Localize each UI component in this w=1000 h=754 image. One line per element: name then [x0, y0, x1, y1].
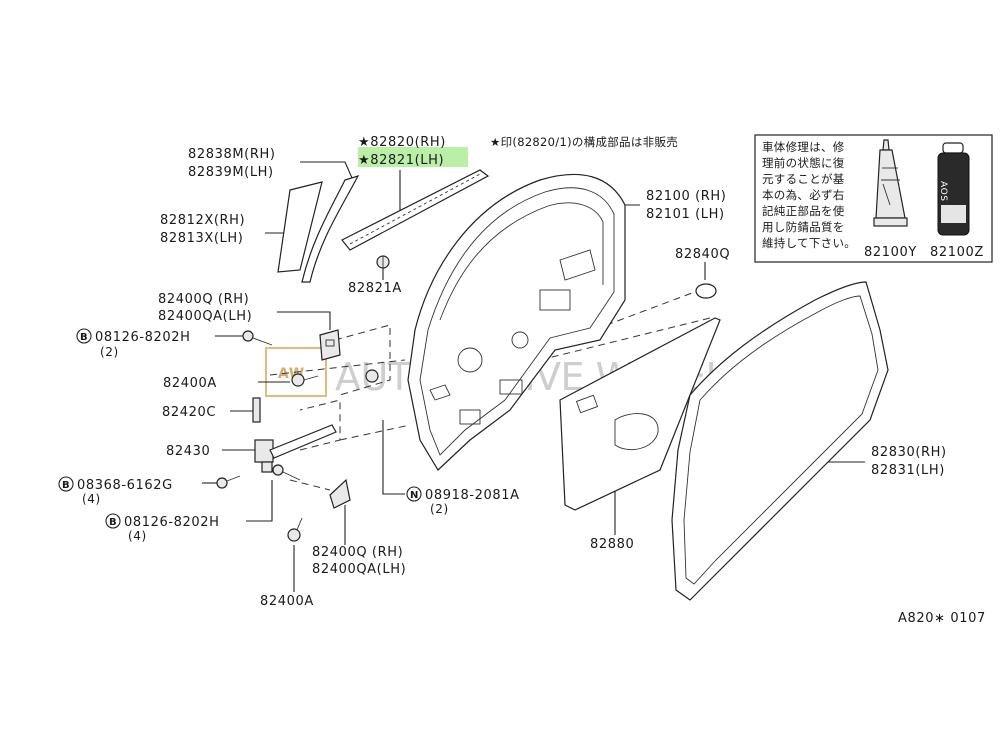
repair-note-panel: 車体修理は、修 理前の状態に復 元することが基 本の為、必ず右 記純正部品を使 … [754, 134, 993, 263]
part-82430-check-link[interactable] [254, 424, 337, 473]
bolt-b-icon [76, 328, 92, 344]
label-82100[interactable]: 82100 (RH) [646, 189, 726, 204]
label-82400q-bot[interactable]: 82400Q (RH) [312, 545, 403, 560]
part-82400a-bolt-mid[interactable] [291, 373, 319, 387]
part-82400a-bolt-bot[interactable] [287, 517, 303, 542]
part-82100-door[interactable] [407, 173, 626, 471]
part-08126-bolt-top[interactable] [242, 330, 273, 346]
circle-b-letter: B [80, 332, 88, 343]
label-82820[interactable]: ★82820(RH) [358, 135, 446, 150]
qty-08126-bot: (4) [128, 529, 147, 543]
spray-can-icon[interactable]: AOS [937, 142, 970, 236]
circle-n-letter: N [410, 490, 419, 501]
label-82821[interactable]: ★82821(LH) [358, 153, 444, 168]
part-82840q-plug[interactable] [695, 283, 717, 299]
circle-b-letter: B [62, 480, 70, 491]
label-08918[interactable]: 08918-2081A [425, 488, 520, 503]
part-82420c-pin[interactable] [252, 397, 261, 423]
part-82821a-clip[interactable] [376, 255, 390, 269]
label-82831[interactable]: 82831(LH) [871, 463, 945, 478]
label-82430[interactable]: 82430 [166, 444, 210, 459]
label-82830[interactable]: 82830(RH) [871, 445, 947, 460]
part-82838m[interactable] [301, 175, 360, 283]
repair-note-line: 維持して下さい。 [762, 236, 856, 250]
label-82101[interactable]: 82101 (LH) [646, 207, 725, 222]
part-82880-screen[interactable] [559, 317, 721, 511]
qty-08126-top: (2) [100, 345, 119, 359]
label-82812x[interactable]: 82812X(RH) [160, 213, 245, 228]
can-label: AOS [938, 181, 948, 202]
label-08126-top[interactable]: 08126-8202H [95, 330, 191, 345]
repair-note-line: 元することが基 [762, 172, 845, 186]
label-82100y[interactable]: 82100Y [864, 245, 917, 260]
label-82880[interactable]: 82880 [590, 537, 634, 552]
label-82838m[interactable]: 82838M(RH) [188, 147, 276, 162]
label-82400qa-top[interactable]: 82400QA(LH) [158, 309, 252, 324]
part-82400q-hinge-top[interactable] [319, 329, 341, 361]
bolt-b-icon [105, 513, 121, 529]
part-08126-bolt-bot[interactable] [272, 464, 301, 481]
repair-note-line: 本の為、必ず右 [762, 188, 845, 202]
repair-note-line: 理前の状態に復 [762, 156, 845, 170]
qty-08918: (2) [430, 502, 449, 516]
repair-note-line: 記純正部品を使 [762, 204, 845, 218]
bolt-b-icon [58, 476, 74, 492]
label-82813x[interactable]: 82813X(LH) [160, 231, 243, 246]
diagram-code: A820∗ 0107 [898, 611, 986, 626]
part-82400q-hinge-bot[interactable] [329, 478, 351, 509]
repair-note-line: 用し防錆品質を [762, 220, 845, 234]
part-82820[interactable] [341, 169, 490, 251]
label-08126-bot[interactable]: 08126-8202H [124, 515, 220, 530]
label-82400qa-bot[interactable]: 82400QA(LH) [312, 562, 406, 577]
watermark-logo-box [265, 347, 327, 397]
part-82812x[interactable] [277, 181, 323, 273]
star-note: ★印(82820/1)の構成部品は非販売 [490, 135, 678, 149]
circle-b-letter: B [109, 517, 117, 528]
label-82100z[interactable]: 82100Z [930, 245, 984, 260]
label-82839m[interactable]: 82839M(LH) [188, 165, 274, 180]
label-82400a-bot[interactable]: 82400A [260, 594, 314, 609]
label-82400a-mid[interactable]: 82400A [163, 376, 217, 391]
label-82420c[interactable]: 82420C [162, 405, 216, 420]
nut-n-icon [406, 486, 422, 502]
part-82830-weatherstrip[interactable] [671, 281, 889, 601]
part-08918-nut[interactable] [365, 369, 379, 383]
label-82400q-top[interactable]: 82400Q (RH) [158, 292, 249, 307]
repair-note-line: 車体修理は、修 [762, 140, 845, 154]
qty-08368: (4) [82, 492, 101, 506]
label-08368[interactable]: 08368-6162G [77, 478, 173, 493]
sealant-tube-icon[interactable] [873, 139, 908, 227]
part-08368-bolt[interactable] [216, 475, 241, 489]
label-82840q[interactable]: 82840Q [675, 247, 730, 262]
part-labels: ★82820(RH) ★82821(LH) ★印(82820/1)の構成部品は非… [58, 135, 986, 626]
highlight-82821 [358, 147, 468, 167]
label-82821a[interactable]: 82821A [348, 281, 402, 296]
